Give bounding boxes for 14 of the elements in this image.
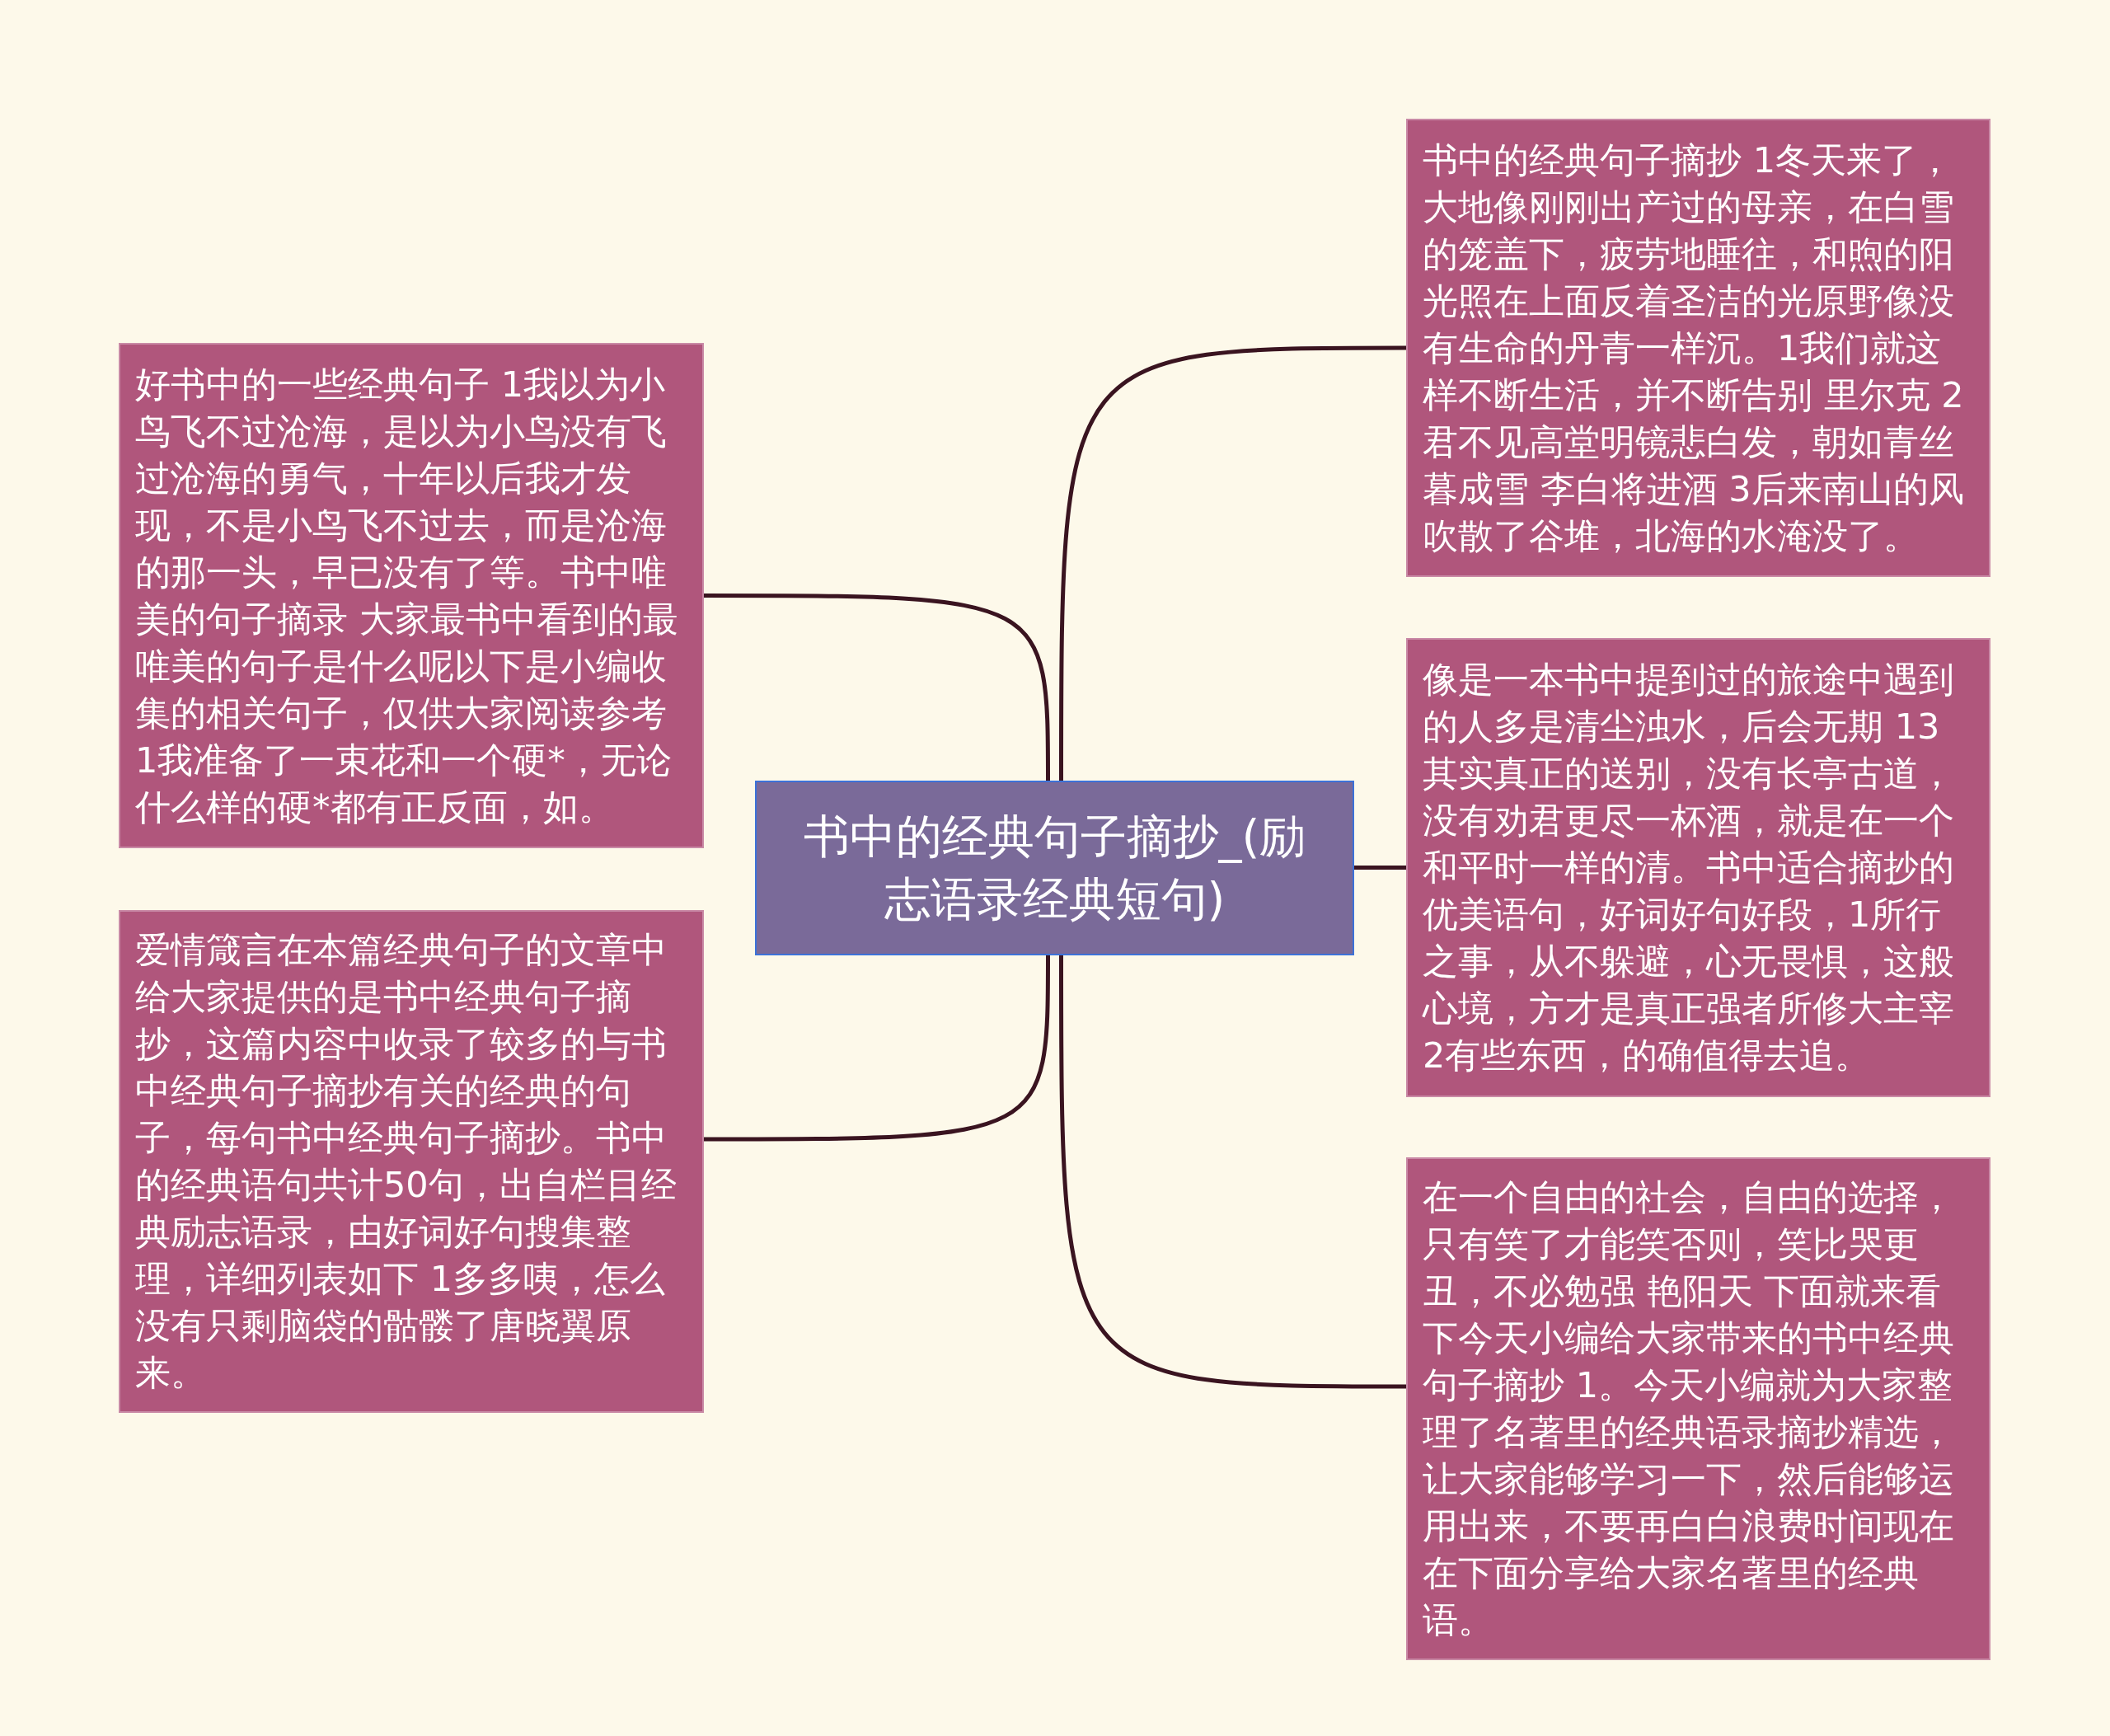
connector-line [1354,866,1406,870]
connector-line [1059,955,1406,1389]
note-text: 在一个自由的社会，自由的选择，只有笑了才能笑否则，笑比哭更丑，不必勉强 艳阳天 下面就来看下今天小编给大家带来的书中经典句子摘抄 1。今天小编就为大家整理了名著里的经典语录摘抄精选，让大家能够学习一下，然后能够运用出来，不要再白白浪费时间现在在下面分享给大家名著里的经典语。 [1423,1175,1955,1642]
text-box [1406,638,1990,1097]
note-text: 书中的经典句子摘抄 1冬天来了，大地像刚刚出产过的母亲，在白雪的笼盖下，疲劳地睡往，和煦的阳光照在上面反着圣洁的光原野像没有生命的丹青一样沉。1我们就这样不断生活，并不断告别 里尔克 2君不见高堂明镜悲白发，朝如青丝暮成雪 李白将进酒 3后来南山的风吹散了谷堆，北海的水淹没了。 [1423,138,1965,558]
connector-line [704,955,1050,1142]
connector-line [1059,345,1406,781]
note-text: 像是一本书中提到过的旅途中遇到的人多是清尘浊水，后会无期 13其实真正的送别，没有长亭古道，没有劝君更尽一杯酒，就是在一个和平时一样的清。书中适合摘抄的优美语句，好词好句好段，1所行之事，从不躲避，心无畏惧，这般心境，方才是真正强者所修大主宰2有些东西，的确值得去追。 [1423,658,1955,1077]
text-box [1406,1157,1990,1660]
connector-line [704,594,1050,781]
topic-title: 书中的经典句子摘抄_(励志语录经典短句) [802,809,1307,927]
note-text: 好书中的一些经典句子 1我以为小鸟飞不过沧海，是以为小鸟没有飞过沧海的勇气，十年以后我才发现，不是小鸟飞不过去，而是沧海的那一头，早已没有了等。书中唯美的句子摘录 大家最书中看到的最唯美的句子是什么呢以下是小编收集的相关句子，仅供大家阅读参考 1我准备了一束花和一个硬*，无论什么样的硬*都有正反面，如。 [135,362,679,829]
topic-box [755,781,1354,955]
note-text: 爱情箴言在本篇经典句子的文章中给大家提供的是书中经典句子摘抄，这篇内容中收录了较多的与书中经典句子摘抄有关的经典的句子，每句书中经典句子摘抄。书中的经典语句共计50句，出自栏目经典励志语录，由好词好句搜集整理，详细列表如下 1多多咦，怎么没有只剩脑袋的骷髅了唐晓翼原来。 [135,928,678,1395]
